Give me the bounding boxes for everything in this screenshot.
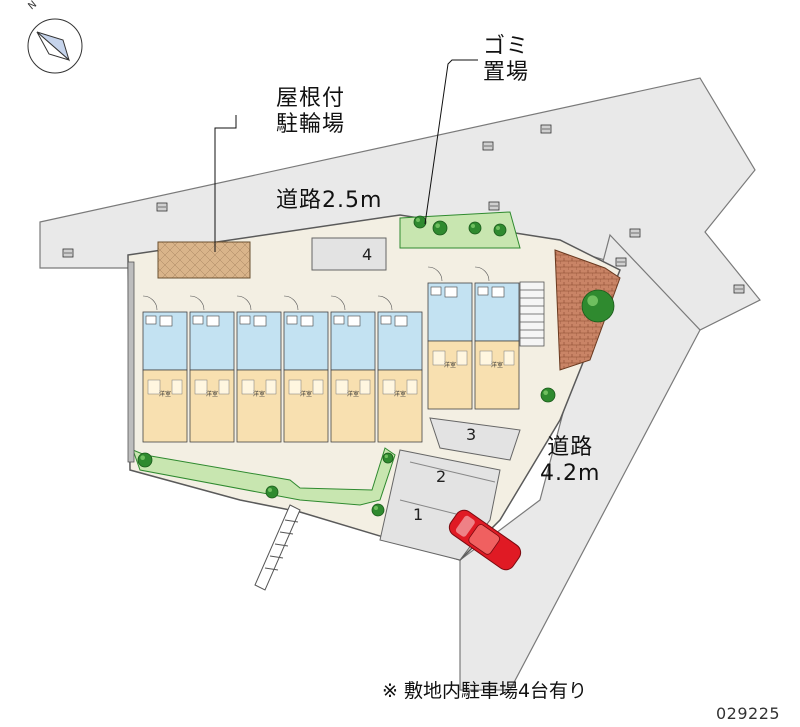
- room-label: 洋室: [444, 361, 456, 369]
- label-road-top: 道路2.5m: [276, 188, 383, 213]
- parking-number-3: 3: [466, 425, 477, 444]
- boundary-wall: [127, 261, 135, 463]
- compass-icon: [27, 18, 83, 74]
- apartment-unit: 洋室: [283, 295, 329, 443]
- entrance-stairs: [254, 504, 301, 591]
- room-label: 洋室: [300, 390, 312, 398]
- shrub: [581, 289, 615, 323]
- road-4-2m: [459, 233, 701, 691]
- room-label: 洋室: [491, 361, 503, 369]
- road-markers: [62, 124, 745, 294]
- apartment-unit: 洋室: [330, 295, 376, 443]
- apartment-unit: 洋室: [142, 295, 188, 443]
- label-line: 置場: [483, 60, 530, 85]
- greenery-strip: [399, 211, 521, 249]
- label-line: 道路: [547, 435, 594, 460]
- label-line: 屋根付: [276, 86, 346, 111]
- shrub: [382, 452, 394, 464]
- apartment-units-block-right: 洋室 洋室: [427, 266, 520, 410]
- label-line: ゴミ: [483, 34, 530, 59]
- parking-number-4: 4: [362, 245, 373, 264]
- shrub: [137, 452, 153, 468]
- red-car: [448, 509, 522, 571]
- label-road-right: 道路 4.2m: [540, 435, 600, 487]
- parking-space-4-area: [311, 237, 387, 271]
- label-line: 駐輪場: [276, 112, 346, 137]
- property-code: 029225: [716, 704, 781, 723]
- room-label: 洋室: [253, 390, 265, 398]
- label-garbage-area: ゴミ 置場: [483, 34, 529, 86]
- room-label: 洋室: [394, 390, 406, 398]
- apartment-units-block: 洋室 洋室 洋室 洋室 洋室 洋室: [142, 295, 423, 443]
- label-line: 4.2m: [540, 461, 601, 486]
- footnote-parking: ※ 敷地内駐車場4台有り: [382, 680, 588, 702]
- shrub: [540, 387, 556, 403]
- apartment-unit: 洋室: [236, 295, 282, 443]
- shrub: [493, 223, 507, 237]
- leader-line-bicycle-parking: [214, 115, 237, 252]
- shrub: [413, 215, 427, 229]
- leader-line-garbage-area: [424, 59, 478, 225]
- shrub: [432, 220, 448, 236]
- shrubs: [137, 215, 615, 517]
- apartment-unit: 洋室: [189, 295, 235, 443]
- apartment-unit: 洋室: [474, 266, 520, 410]
- shrub: [265, 485, 279, 499]
- label-roofed-bicycle-parking: 屋根付 駐輪場: [276, 86, 345, 138]
- apartment-unit: 洋室: [427, 266, 473, 410]
- room-label: 洋室: [206, 390, 218, 398]
- shrub: [371, 503, 385, 517]
- shrub: [468, 221, 482, 235]
- room-label: 洋室: [347, 390, 359, 398]
- exterior-staircase: [519, 281, 545, 347]
- parking-number-2: 2: [436, 467, 447, 486]
- parking-number-1: 1: [413, 505, 424, 524]
- bicycle-parking-roof: [157, 241, 251, 279]
- parking-bay-3: [429, 417, 521, 461]
- room-label: 洋室: [159, 390, 171, 398]
- apartment-unit: 洋室: [377, 295, 423, 443]
